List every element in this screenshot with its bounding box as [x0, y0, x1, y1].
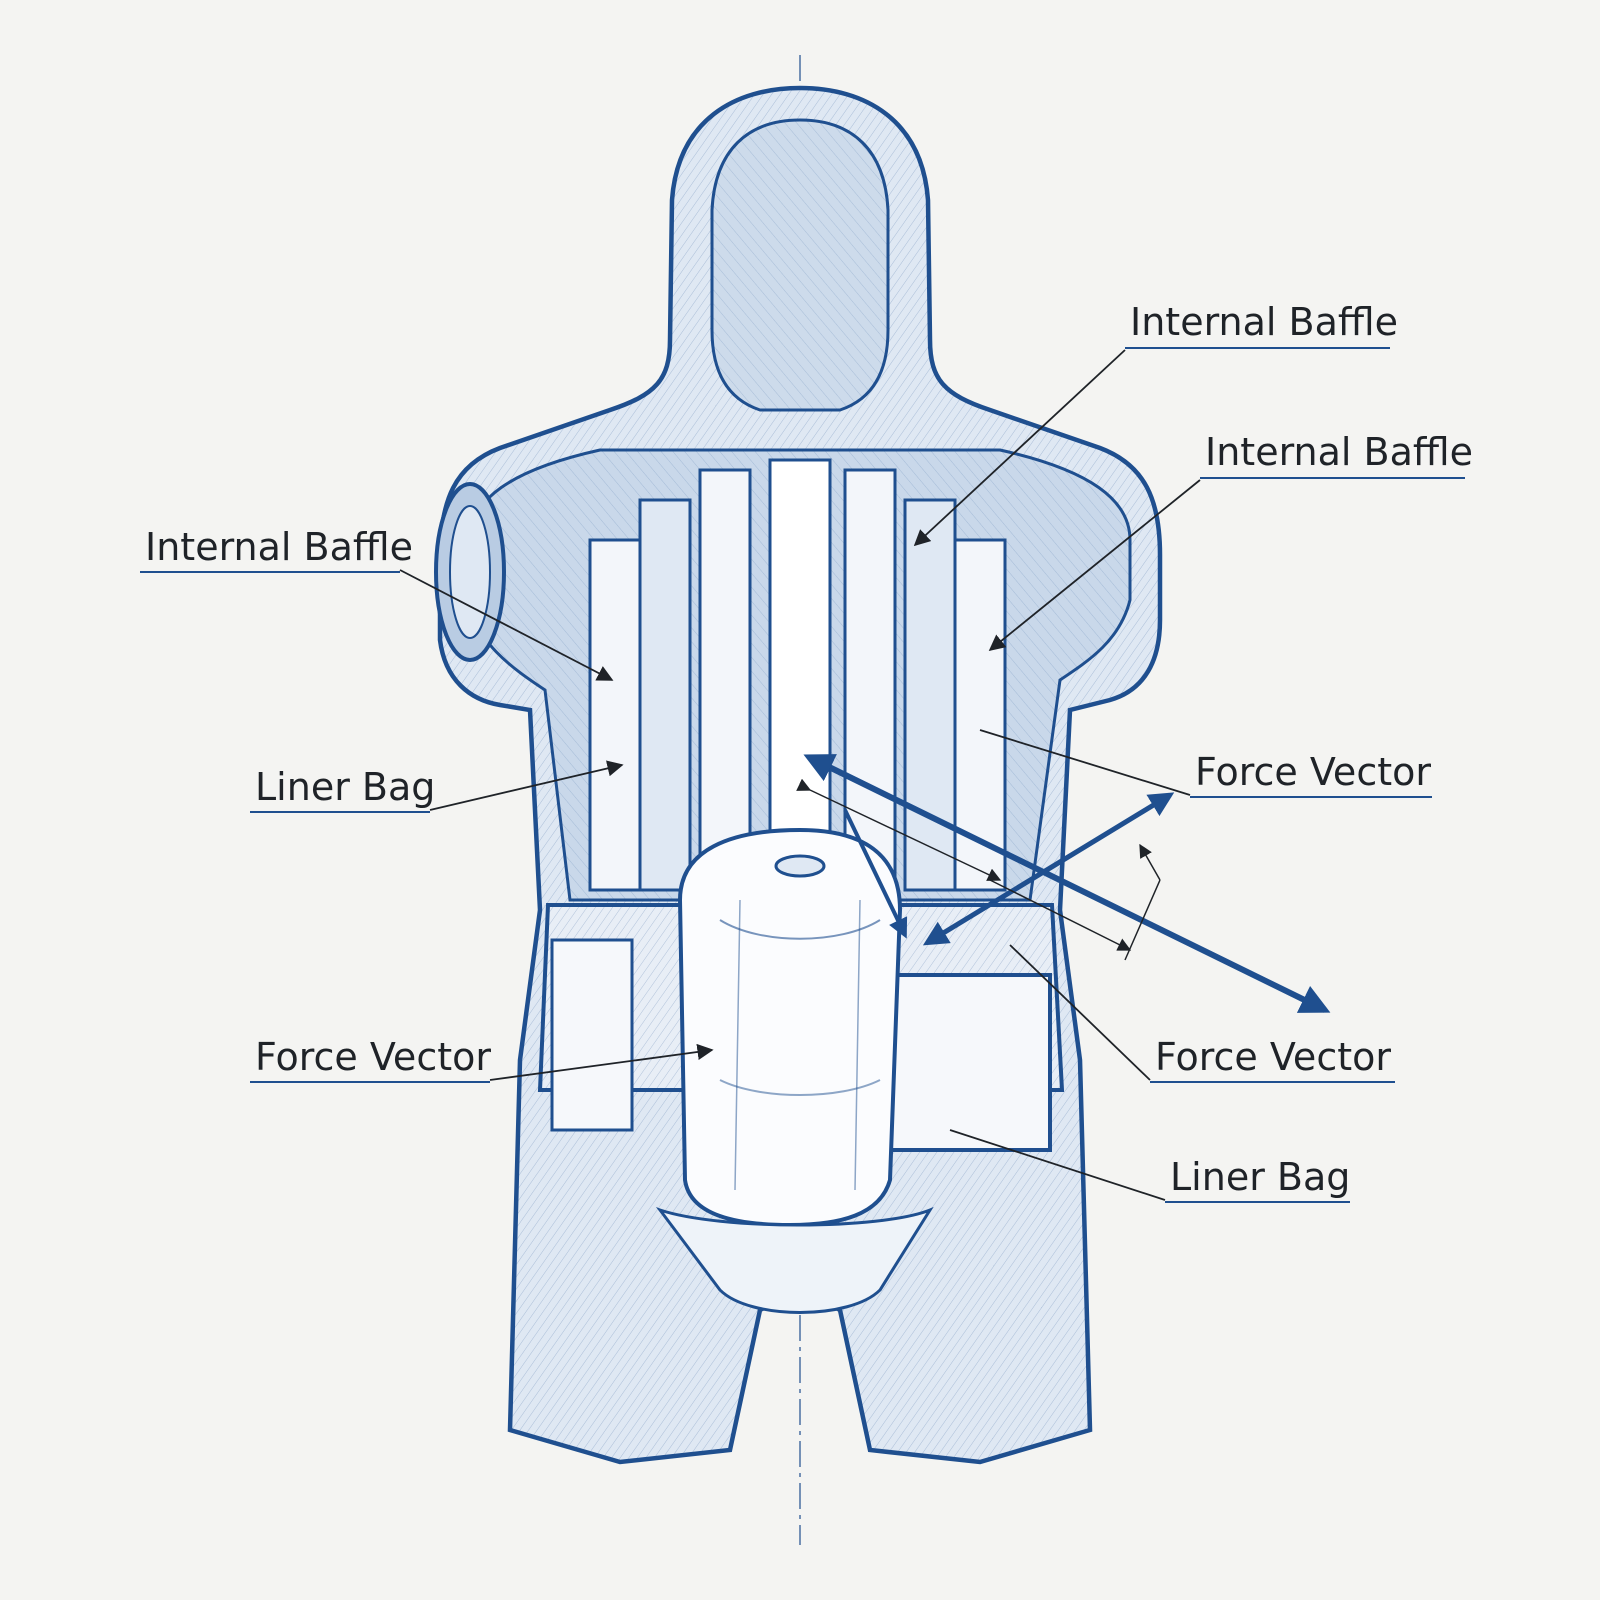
leader-lines: [399, 349, 1201, 1201]
label-force-vector-left: Force Vector: [255, 1035, 491, 1079]
crotch-panel: [655, 1206, 934, 1314]
label-underlines: [140, 347, 1465, 1203]
label-internal-baffle-left: Internal Baffle: [145, 525, 413, 569]
dimension-lines: [796, 778, 1161, 961]
label-internal-baffle-top: Internal Baffle: [1130, 300, 1398, 344]
callout-labels: Internal Baffle Internal Baffle Internal…: [145, 300, 1473, 1199]
label-force-vector-right-lower: Force Vector: [1155, 1035, 1391, 1079]
label-internal-baffle-right: Internal Baffle: [1205, 430, 1473, 474]
label-force-vector-right-upper: Force Vector: [1195, 750, 1431, 794]
label-liner-bag-right: Liner Bag: [1170, 1155, 1350, 1199]
label-liner-bag-left: Liner Bag: [255, 765, 435, 809]
liner-bag: [677, 827, 903, 1228]
internal-baffles: [588, 458, 1007, 892]
